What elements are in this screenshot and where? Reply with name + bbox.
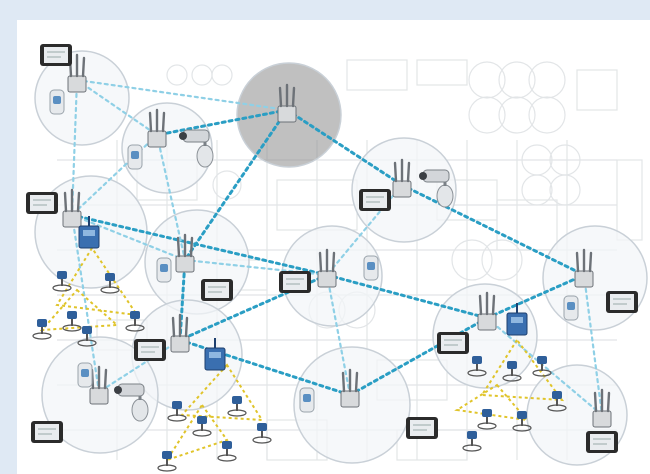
sensor-icon <box>252 423 272 444</box>
security-camera-icon <box>179 129 214 168</box>
spoke-link-13 <box>325 183 404 277</box>
spoke-link-8 <box>485 316 604 417</box>
sensor-icon <box>167 401 187 422</box>
access-point-icon <box>170 313 190 353</box>
spoke-link-9 <box>582 273 604 417</box>
tablet-icon <box>279 271 311 293</box>
sensor-icon <box>462 431 482 452</box>
tablet-icon <box>26 192 58 214</box>
spoke-link-1 <box>75 78 159 137</box>
mesh-link-2 <box>285 108 404 187</box>
handheld-device-icon <box>49 89 65 115</box>
access-point-icon <box>89 365 109 405</box>
tablet-icon <box>40 44 72 66</box>
access-point-icon <box>392 158 412 198</box>
network-diagram-panel <box>17 20 650 474</box>
sensor-icon <box>502 361 522 382</box>
plant-background <box>17 20 650 474</box>
sensor-icon <box>77 326 97 347</box>
sensor-icon <box>100 273 120 294</box>
handheld-device-icon <box>127 144 143 170</box>
cell-7 <box>542 225 648 331</box>
gateway-icon <box>204 338 226 371</box>
mesh-link-10 <box>348 316 489 397</box>
mesh-link-4 <box>400 183 586 277</box>
cell-1 <box>34 50 130 146</box>
tablet-icon <box>201 279 233 301</box>
mesh-link-6 <box>325 273 489 320</box>
spoke-link-11 <box>70 213 101 394</box>
sensor-icon <box>62 311 82 332</box>
tablet-icon <box>31 421 63 443</box>
gateway-icon <box>506 303 528 336</box>
sensor-triangle-6 <box>454 383 530 422</box>
wireless-mesh-diagram <box>26 44 648 472</box>
sensor-icon <box>32 319 52 340</box>
access-point-icon <box>147 108 167 148</box>
sensor-icon <box>217 441 237 462</box>
sensor-triangle-3 <box>179 363 264 422</box>
tablet-icon <box>359 189 391 211</box>
access-point-icon <box>340 368 360 408</box>
sensor-icon <box>532 356 552 377</box>
security-camera-icon <box>114 383 149 422</box>
access-point-icon <box>592 388 612 428</box>
sensor-icon <box>52 271 72 292</box>
tablet-icon <box>606 291 638 313</box>
access-point-icon <box>317 248 337 288</box>
gateway-icon <box>78 216 100 249</box>
mesh-link-3 <box>183 108 289 262</box>
sensor-icon <box>512 411 532 432</box>
access-point-icon <box>277 83 297 123</box>
access-point-icon <box>574 248 594 288</box>
access-point-icon <box>477 291 497 331</box>
tablet-icon <box>406 417 438 439</box>
spoke-link-5 <box>70 213 187 262</box>
spoke-link-10 <box>97 338 182 394</box>
handheld-device-icon <box>299 387 315 413</box>
sensor-triangle-2 <box>39 288 120 332</box>
handheld-device-icon <box>77 362 93 388</box>
sensor-icon <box>227 396 247 417</box>
sensor-triangle-1 <box>55 246 140 317</box>
mesh-link-1 <box>155 108 289 137</box>
mesh-link-5 <box>70 213 329 277</box>
handheld-device-icon <box>563 295 579 321</box>
handheld-device-icon <box>363 255 379 281</box>
spoke-link-7 <box>325 273 352 397</box>
spoke-link-12 <box>75 78 289 112</box>
sensor-icon <box>192 416 212 437</box>
access-point-icon <box>175 233 195 273</box>
sensor-icon <box>477 409 497 430</box>
tablet-icon <box>437 332 469 354</box>
security-camera-icon <box>419 169 454 208</box>
handheld-device-icon <box>156 257 172 283</box>
sensor-icon <box>157 451 177 472</box>
sensor-icon <box>547 391 567 412</box>
sensor-icon <box>125 311 145 332</box>
cell-2 <box>121 102 213 194</box>
access-point-icon <box>62 188 82 228</box>
spoke-link-4 <box>155 133 187 262</box>
mesh-link-7 <box>485 273 586 320</box>
sensor-triangle-4 <box>164 403 229 462</box>
sensor-icon <box>467 356 487 377</box>
tablet-icon <box>586 431 618 453</box>
cell-bubbles <box>34 50 648 466</box>
tablet-icon <box>134 339 166 361</box>
spoke-link-3 <box>70 133 159 217</box>
